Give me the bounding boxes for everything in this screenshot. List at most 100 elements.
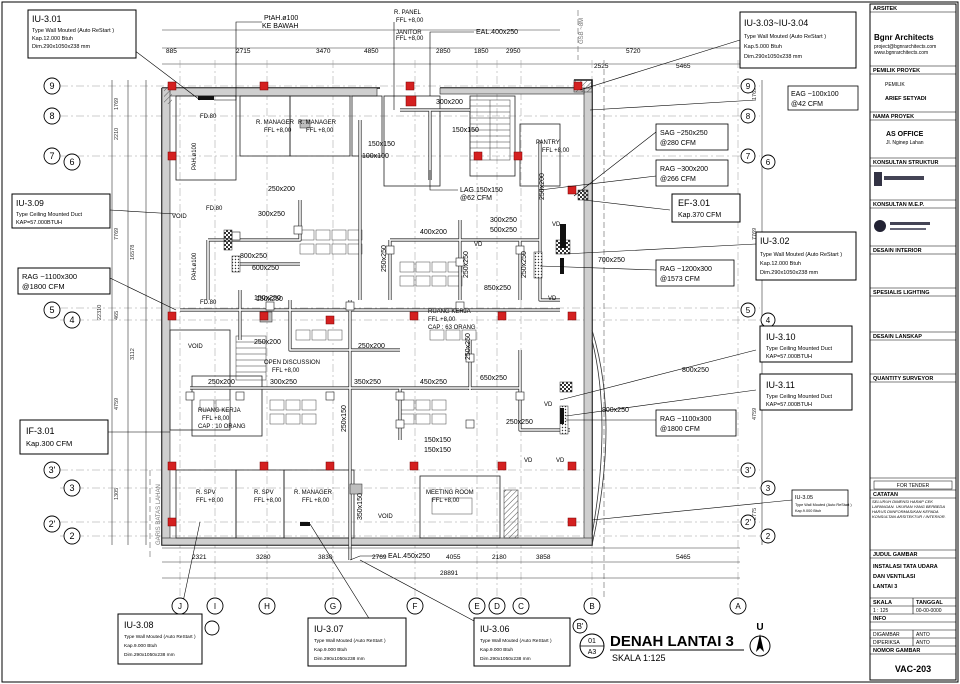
north-arrow-icon: U (749, 622, 771, 657)
svg-text:NAMA PROYEK: NAMA PROYEK (873, 114, 914, 120)
svg-text:SAG ~250x250: SAG ~250x250 (660, 130, 708, 137)
svg-text:3470: 3470 (316, 48, 331, 55)
building-outline (161, 79, 593, 546)
left-dimension-lines (111, 80, 147, 545)
svg-text:Type Wall Mouted (Auto ReStart: Type Wall Mouted (Auto ReStart ) (795, 503, 852, 507)
svg-text:2: 2 (69, 531, 74, 541)
svg-text:150x250: 150x250 (256, 296, 283, 303)
svg-text:VD: VD (544, 402, 553, 408)
svg-text:E: E (474, 602, 479, 611)
svg-text:2950: 2950 (506, 48, 521, 55)
svg-text:VD: VD (524, 458, 533, 464)
svg-text:Dim.290x1050x238 mm: Dim.290x1050x238 mm (760, 270, 819, 276)
stairs (235, 99, 511, 381)
svg-text:250x250: 250x250 (506, 419, 533, 426)
svg-text:project@bgnrarchitects.com: project@bgnrarchitects.com (874, 44, 936, 50)
structure-logo-icon (874, 172, 882, 186)
callout-sag: SAG ~250x250 @280 CFM (655, 123, 729, 151)
svg-text:150x150: 150x150 (368, 141, 395, 148)
svg-text:FFL +8,00: FFL +8,00 (428, 317, 456, 323)
svg-text:885: 885 (166, 48, 177, 55)
title-block: ARSITEK Bgnr Architects project@bgnrarch… (869, 3, 957, 681)
svg-text:F: F (413, 602, 418, 611)
svg-text:IU-3.08: IU-3.08 (124, 620, 154, 630)
callout-iu-306: IU-3.06 Type Wall Mouted (Auto ReStart )… (473, 617, 571, 667)
svg-text:Kap.9.000 Btuh: Kap.9.000 Btuh (124, 643, 157, 649)
svg-text:450x250: 450x250 (420, 379, 447, 386)
callout-iu-305: IU-3.05 Type Wall Mouted (Auto ReStart )… (791, 489, 852, 517)
callout-iu-308: IU-3.08 Type Wall Mouted (Auto ReStart )… (117, 613, 203, 665)
svg-text:Dim.290x1050x238 mm: Dim.290x1050x238 mm (480, 656, 531, 662)
svg-text:22310: 22310 (97, 305, 103, 320)
svg-text:800x250: 800x250 (240, 253, 267, 260)
svg-text:FD.80: FD.80 (200, 114, 217, 120)
svg-text:2': 2' (49, 519, 56, 529)
svg-text:350x150: 350x150 (357, 493, 364, 520)
svg-text:800x250: 800x250 (602, 407, 629, 414)
svg-text:G: G (330, 602, 336, 611)
svg-text:FFL +8,00: FFL +8,00 (202, 416, 230, 422)
svg-text:Kap.12.000 Btuh: Kap.12.000 Btuh (760, 261, 801, 267)
bottom-dimension-lines (162, 547, 740, 579)
svg-text:2715: 2715 (236, 48, 251, 55)
svg-text:600x250: 600x250 (252, 265, 279, 272)
svg-text:EF-3.01: EF-3.01 (678, 198, 710, 208)
svg-text:U: U (756, 622, 763, 633)
svg-text:QUANTITY SURVEYOR: QUANTITY SURVEYOR (873, 376, 933, 382)
svg-text:2775: 2775 (752, 508, 758, 520)
svg-text:PANTRY: PANTRY (536, 140, 560, 146)
svg-text:3: 3 (766, 484, 771, 493)
svg-text:R. PANEL: R. PANEL (394, 10, 422, 16)
svg-text:00-00-0000: 00-00-0000 (916, 608, 942, 614)
drawing-title: 01 A3 DENAH LANTAI 3 SKALA 1:125 (579, 633, 744, 663)
svg-text:Kap.5.000 Btuh: Kap.5.000 Btuh (744, 44, 782, 50)
svg-text:400x200: 400x200 (420, 229, 447, 236)
svg-text:Type Ceiling Mounted Duct: Type Ceiling Mounted Duct (766, 394, 833, 400)
svg-text:Type Wall Mouted (Auto ReStart: Type Wall Mouted (Auto ReStart ) (480, 638, 552, 644)
gsb-label: GSB ~8M (579, 18, 585, 44)
svg-text:4850: 4850 (364, 48, 379, 55)
duct-size-labels: 250x200 300x250 800x250 600x250 150x250 … (208, 99, 709, 520)
svg-text:ANTO: ANTO (916, 640, 930, 646)
svg-text:@1800 CFM: @1800 CFM (22, 282, 65, 291)
svg-text:FFL +8,00: FFL +8,00 (396, 36, 424, 42)
svg-text:C: C (518, 602, 524, 611)
svg-text:VOID: VOID (378, 514, 393, 520)
svg-text:FFL +8,00: FFL +8,00 (264, 128, 292, 134)
svg-text:4: 4 (69, 315, 74, 325)
svg-text:Type Wall Mouted (Auto ReStart: Type Wall Mouted (Auto ReStart ) (744, 34, 826, 40)
svg-text:300x200: 300x200 (436, 99, 463, 106)
boundary-lines (149, 10, 605, 600)
plan-scale: SKALA 1:125 (612, 653, 666, 663)
svg-text:AS OFFICE: AS OFFICE (886, 131, 924, 138)
svg-text:5: 5 (49, 305, 54, 315)
svg-text:IU-3.07: IU-3.07 (314, 624, 344, 634)
svg-text:IU-3.09: IU-3.09 (16, 198, 44, 208)
svg-text:FFL +8,00: FFL +8,00 (306, 128, 334, 134)
svg-text:8: 8 (49, 111, 54, 121)
grid-row-bubbles-left (43, 77, 81, 545)
svg-text:28891: 28891 (440, 570, 458, 577)
svg-text:250x200: 250x200 (208, 379, 235, 386)
garis-batas-label: GARIS BATAS LAHAN (156, 484, 162, 545)
svg-text:300x250: 300x250 (490, 217, 517, 224)
svg-text:JANITOR: JANITOR (396, 30, 422, 36)
svg-text:J: J (178, 602, 182, 611)
svg-text:VOID: VOID (172, 214, 187, 220)
svg-text:ARSITEK: ARSITEK (873, 6, 897, 12)
svg-text:3830: 3830 (318, 554, 333, 561)
svg-text:Type Wall Mouted (Auto ReStart: Type Wall Mouted (Auto ReStart ) (760, 252, 842, 258)
svg-text:RUANG KERJA: RUANG KERJA (428, 309, 471, 315)
svg-text:2180: 2180 (492, 554, 507, 561)
svg-text:SKALA: SKALA (873, 600, 892, 606)
svg-text:DIGAMBAR: DIGAMBAR (873, 632, 900, 638)
svg-text:@280 CFM: @280 CFM (660, 140, 696, 147)
svg-text:2525: 2525 (594, 63, 609, 70)
svg-text:@1573 CFM: @1573 CFM (660, 276, 700, 283)
svg-text:DAN VENTILASI: DAN VENTILASI (873, 574, 916, 580)
svg-text:PtAH.ø100: PtAH.ø100 (264, 15, 298, 22)
svg-text:Type Wall Mouted (Auto ReStart: Type Wall Mouted (Auto ReStart ) (314, 638, 386, 644)
svg-text:5720: 5720 (626, 48, 641, 55)
svg-text:1850: 1850 (474, 48, 489, 55)
svg-text:1769: 1769 (752, 88, 758, 100)
